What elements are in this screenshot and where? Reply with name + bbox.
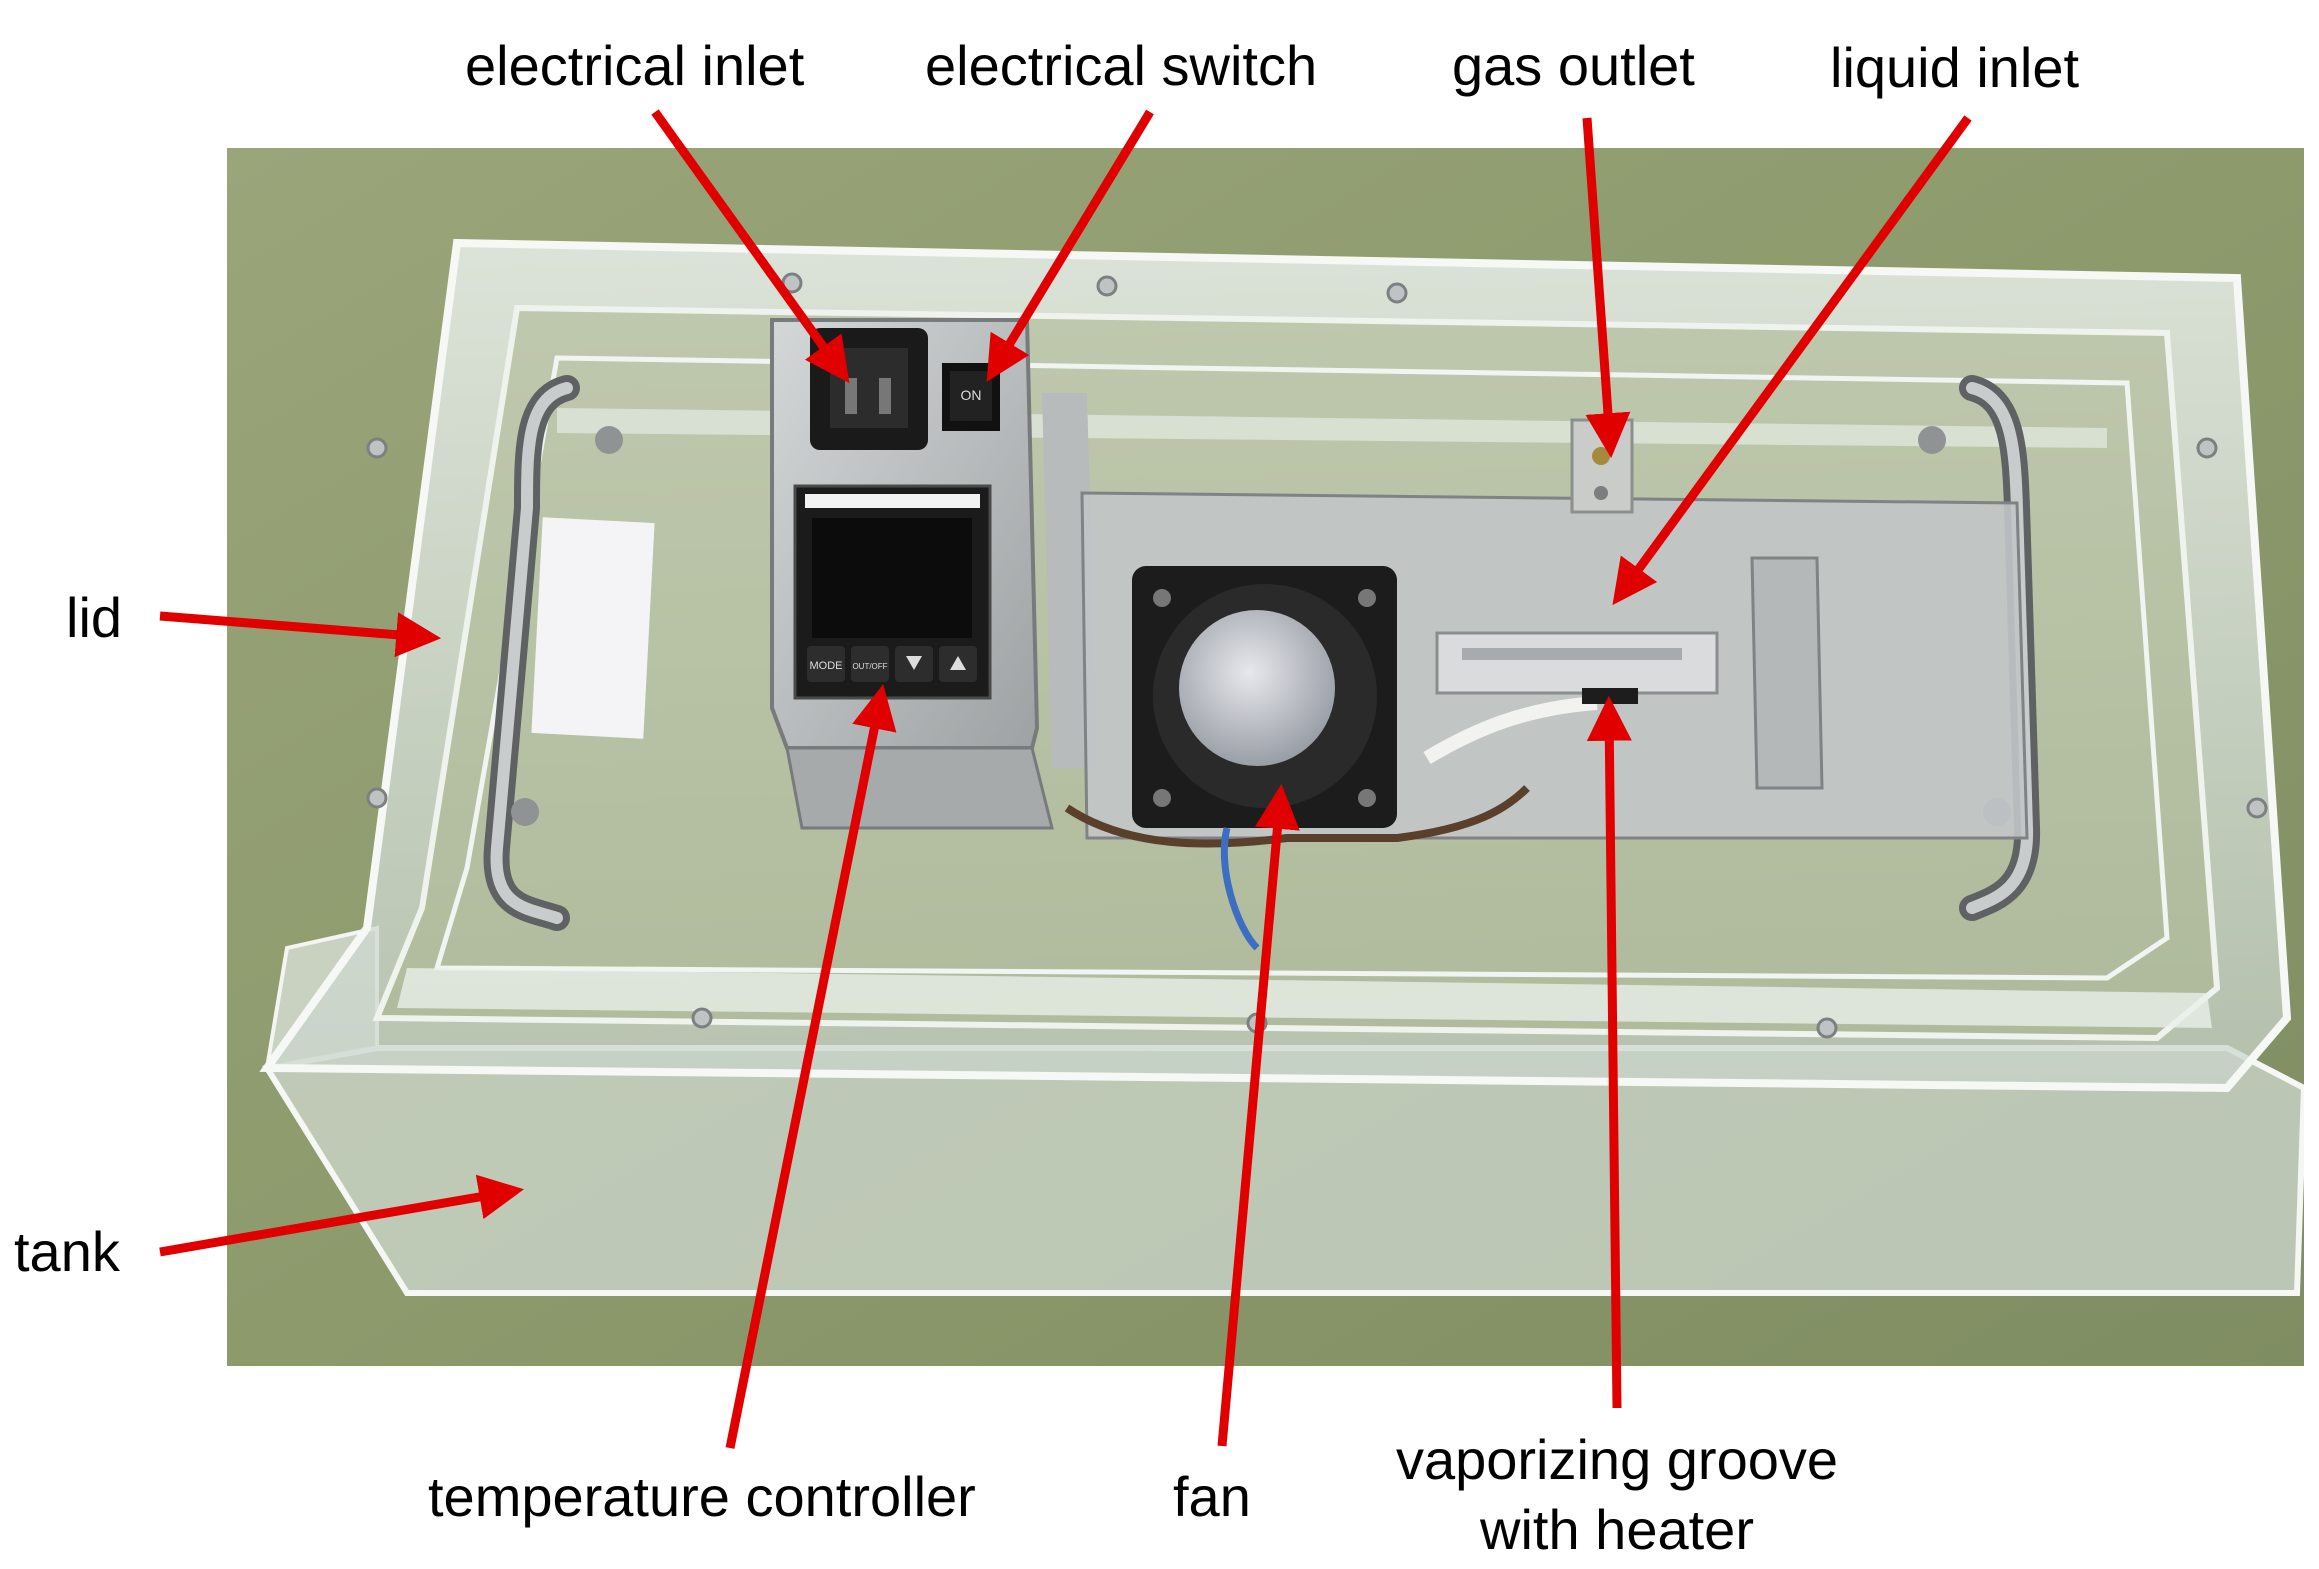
switch-on-text: ON [961,387,982,403]
label-lid: lid [66,586,123,649]
foil-cover [1179,610,1335,766]
cables [1064,785,1530,848]
label-electrical-switch: electrical switch [925,34,1318,97]
label-vaporizing-groove-line2: with heater [1480,1498,1754,1561]
apparatus-photo: ON MODE OUT/OFF [227,148,2304,1366]
gas-outlet-plate [1570,418,1634,514]
fan-unit [1132,566,1397,828]
mode-button-text: MODE [810,660,843,672]
vaporizing-groove [1435,631,1719,704]
label-electrical-inlet: electrical inlet [465,34,805,97]
label-tank: tank [14,1220,120,1283]
label-fan: fan [1173,1465,1251,1528]
paper-note [531,517,655,739]
label-temperature-controller: temperature controller [428,1465,976,1528]
label-liquid-inlet: liquid inlet [1830,36,2080,99]
left-handle [483,375,623,931]
label-vaporizing-groove-line1: vaporizing groove [1395,1428,1839,1491]
out-off-button-text: OUT/OFF [852,662,887,671]
control-box: ON MODE OUT/OFF [770,318,1054,830]
label-gas-outlet: gas outlet [1452,34,1695,97]
